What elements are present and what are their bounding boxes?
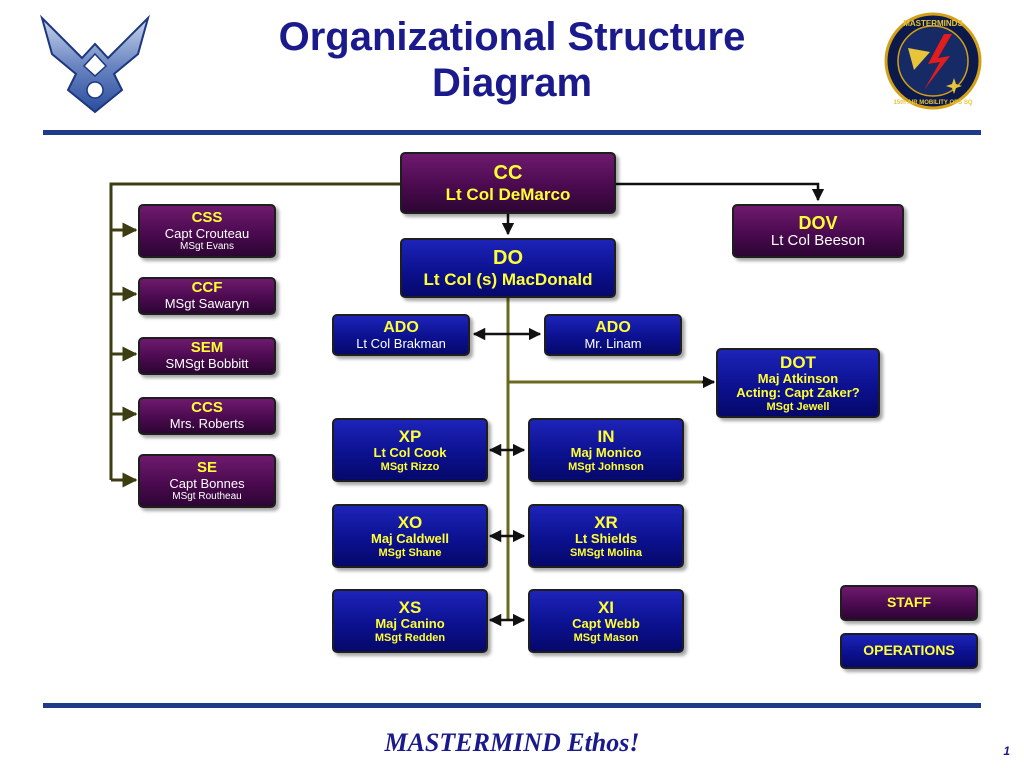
dot-code: DOT (780, 352, 816, 372)
ccs-name: Mrs. Roberts (169, 416, 245, 432)
se-code: SE (196, 458, 217, 476)
cc-code: CC (493, 162, 523, 185)
xs-code: XS (398, 598, 422, 618)
do-code: DO (493, 247, 523, 270)
box-xr: XR Lt Shields SMSgt Molina (528, 504, 684, 568)
box-ado-1: ADO Lt Col Brakman (332, 314, 470, 356)
box-do: DO Lt Col (s) MacDonald (400, 238, 616, 298)
box-ccs: CCS Mrs. Roberts (138, 397, 276, 435)
dot-sub: MSgt Jewell (766, 400, 830, 413)
css-code: CSS (191, 208, 223, 226)
se-name: Capt Bonnes (169, 475, 245, 491)
do-name: Lt Col (s) MacDonald (423, 269, 593, 289)
xi-name: Capt Webb (572, 616, 640, 632)
box-dov: DOV Lt Col Beeson (732, 204, 904, 258)
ado1-code: ADO (383, 318, 419, 336)
ccf-name: MSgt Sawaryn (164, 296, 250, 312)
xo-name: Maj Caldwell (370, 531, 450, 547)
box-sem: SEM SMSgt Bobbitt (138, 337, 276, 375)
dov-name: Lt Col Beeson (770, 231, 866, 249)
xp-code: XP (398, 427, 422, 447)
xr-code: XR (594, 513, 618, 533)
box-in: IN Maj Monico MSgt Johnson (528, 418, 684, 482)
xp-sub: MSgt Rizzo (380, 460, 440, 473)
xs-sub: MSgt Redden (374, 631, 446, 644)
in-name: Maj Monico (570, 445, 642, 461)
in-code: IN (597, 427, 615, 447)
xr-sub: SMSgt Molina (569, 546, 643, 559)
squadron-seal-logo: MASTERMINDS 15th AIR MOBILITY OPS SQ (884, 12, 982, 110)
sem-code: SEM (190, 339, 224, 357)
xi-sub: MSgt Mason (573, 631, 639, 644)
page-number: 1 (1003, 744, 1010, 758)
legend-staff: STAFF (840, 585, 978, 621)
xo-code: XO (397, 513, 423, 533)
ado2-code: ADO (595, 318, 631, 336)
se-sub: MSgt Routheau (172, 491, 242, 503)
footer-motto: MASTERMIND Ethos! (384, 728, 640, 757)
dot-name: Maj Atkinson (757, 370, 839, 386)
css-sub: MSgt Evans (180, 241, 234, 253)
box-ccf: CCF MSgt Sawaryn (138, 277, 276, 315)
xs-name: Maj Canino (375, 616, 445, 632)
xi-code: XI (597, 598, 615, 618)
sem-name: SMSgt Bobbitt (165, 356, 249, 372)
box-css: CSS Capt Crouteau MSgt Evans (138, 204, 276, 258)
css-name: Capt Crouteau (164, 225, 250, 241)
seal-top-text: MASTERMINDS (903, 19, 963, 28)
legend-staff-label: STAFF (886, 594, 932, 611)
ccs-code: CCS (191, 399, 223, 417)
dot-acting: Acting: Capt Zaker? (736, 385, 860, 401)
box-xp: XP Lt Col Cook MSgt Rizzo (332, 418, 488, 482)
box-xi: XI Capt Webb MSgt Mason (528, 589, 684, 653)
box-se: SE Capt Bonnes MSgt Routheau (138, 454, 276, 508)
box-dot: DOT Maj Atkinson Acting: Capt Zaker? MSg… (716, 348, 880, 418)
box-xs: XS Maj Canino MSgt Redden (332, 589, 488, 653)
in-sub: MSgt Johnson (568, 460, 644, 473)
box-cc: CC Lt Col DeMarco (400, 152, 616, 214)
page-title: Organizational Structure Diagram (278, 15, 746, 105)
xr-name: Lt Shields (574, 531, 638, 547)
box-ado-2: ADO Mr. Linam (544, 314, 682, 356)
top-divider (43, 130, 981, 135)
xp-name: Lt Col Cook (373, 445, 447, 461)
bottom-divider (43, 703, 981, 708)
seal-bottom-text: 15th AIR MOBILITY OPS SQ (893, 100, 972, 106)
box-xo: XO Maj Caldwell MSgt Shane (332, 504, 488, 568)
ado1-name: Lt Col Brakman (356, 335, 446, 351)
legend-operations-label: OPERATIONS (863, 642, 955, 659)
legend-operations: OPERATIONS (840, 633, 978, 669)
dov-code: DOV (798, 212, 838, 233)
cc-name: Lt Col DeMarco (445, 184, 571, 204)
ado2-name: Mr. Linam (584, 335, 642, 351)
xo-sub: MSgt Shane (378, 546, 442, 559)
air-force-logo (40, 14, 150, 114)
ccf-code: CCF (191, 279, 223, 297)
